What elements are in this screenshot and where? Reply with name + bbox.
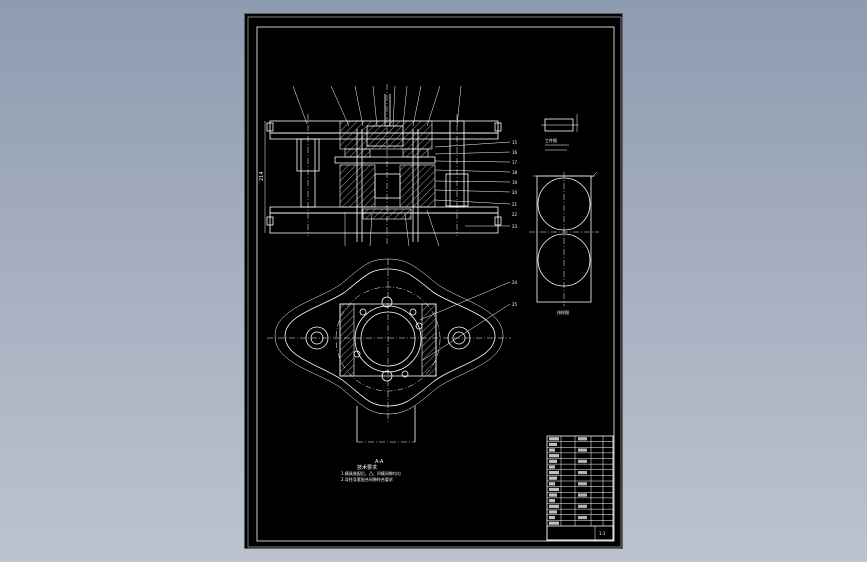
- notes-title: 技术要求: [357, 464, 377, 471]
- title-block-cell-text: [549, 487, 559, 492]
- title-block-cell-text: [578, 504, 587, 508]
- leader-label: 17: [512, 160, 518, 165]
- front-section-view: 214 15 16 17 18 19 20 21 22 23: [259, 84, 518, 247]
- part-label: 工件图: [545, 137, 557, 143]
- title-block-cell-text: [549, 521, 559, 525]
- title-block-cell-text: [549, 454, 559, 458]
- cad-drawing: 214 15 16 17 18 19 20 21 22 23: [247, 16, 622, 548]
- title-block-cell-text: [549, 448, 555, 452]
- title-block-cell-text: [549, 470, 559, 475]
- title-block-cell-text: [578, 493, 587, 497]
- leader-label: 21: [512, 202, 518, 207]
- leader-label: 16: [512, 150, 518, 155]
- title-block-cell-text: [549, 442, 557, 447]
- leader-label: 25: [512, 302, 518, 307]
- title-block-cell-text: [549, 504, 559, 508]
- title-block-cell-text: [549, 515, 555, 520]
- top-plan-view: 24 25 A-A: [267, 258, 518, 465]
- notes-line: 2.导柱导套配合间隙符合要求: [341, 476, 393, 482]
- leader-label: 20: [512, 190, 518, 195]
- title-block-cell-text: [549, 476, 557, 480]
- title-block-cell-text: [578, 515, 587, 520]
- scale-value: 1:1: [599, 531, 606, 536]
- strip-layout-view: 排样图: [529, 171, 599, 315]
- title-block-cell-text: [549, 459, 557, 463]
- technical-notes: 技术要求 1.模具装配后，凸、凹模间隙均匀 2.导柱导套配合间隙符合要求: [341, 464, 401, 482]
- title-block-cell-text: [578, 482, 587, 486]
- title-block-cell-text: [549, 499, 555, 503]
- title-block-cell-text: [549, 482, 555, 486]
- outer-frame: [247, 16, 622, 548]
- view-label: A-A: [375, 459, 384, 465]
- strip-label: 排样图: [557, 309, 569, 315]
- drawing-sheet: 214 15 16 17 18 19 20 21 22 23: [244, 13, 623, 549]
- title-block-cell-text: [578, 459, 587, 463]
- title-block-cell-text: [549, 510, 557, 514]
- title-block-cell-text: [578, 470, 587, 475]
- leader-label: 19: [512, 180, 518, 185]
- inner-frame: [256, 26, 615, 542]
- title-block-cell-text: [549, 493, 557, 497]
- part-detail-view: 工件图: [541, 114, 579, 151]
- leader-label: 24: [512, 280, 518, 285]
- title-block-cell-text: [549, 465, 555, 469]
- notes-line: 1.模具装配后，凸、凹模间隙均匀: [341, 470, 401, 476]
- leader-label: 23: [512, 224, 518, 229]
- leader-label: 22: [512, 212, 518, 217]
- title-block: 1:1: [546, 435, 614, 541]
- leader-label: 18: [512, 170, 518, 175]
- height-dimension: 214: [259, 171, 265, 181]
- title-block-cell-text: [549, 437, 559, 441]
- title-block-cell-text: [578, 437, 587, 441]
- front-leader-labels: 15 16 17 18 19 20 21 22 23: [512, 140, 518, 229]
- leader-label: 15: [512, 140, 518, 145]
- title-block-cell-text: [578, 448, 587, 452]
